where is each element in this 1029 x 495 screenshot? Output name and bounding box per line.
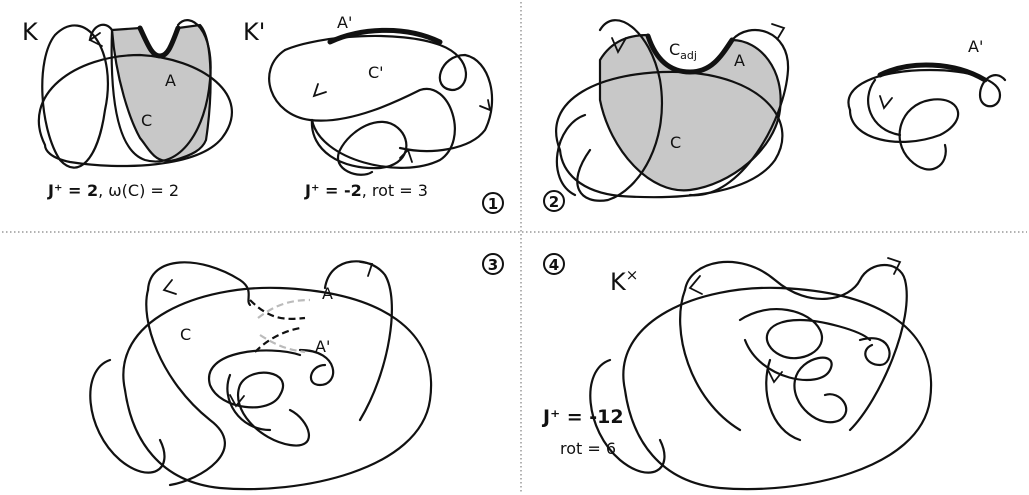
formula-1: J⁺ = 2, ω(C) = 2	[47, 181, 179, 200]
arc-a	[137, 25, 181, 59]
formula-2: J⁺ = -2, rot = 3	[304, 181, 428, 200]
arc-a-prime-panel2	[877, 62, 988, 83]
knot-big: Cadj A C	[555, 19, 790, 202]
step-badge-2: 2	[543, 190, 565, 212]
label-k-cross: K×	[610, 266, 638, 296]
final-knot	[589, 257, 933, 491]
label-c-adj: Cadj	[669, 40, 697, 62]
label-a-panel2: A	[734, 51, 745, 70]
label-k: K	[22, 18, 39, 46]
formula-final-rot: rot = 6	[560, 439, 616, 458]
knot-small: A'	[847, 37, 1007, 171]
label-c-prime: C'	[368, 63, 384, 82]
svg-text:1: 1	[488, 195, 498, 213]
panel-3: 3 C A A'	[89, 253, 504, 491]
label-a-prime-panel2: A'	[968, 37, 983, 56]
label-c: C	[141, 111, 152, 130]
svg-text:4: 4	[549, 256, 559, 274]
knot-k-prime: K' A' C'	[243, 13, 494, 176]
arc-a-panel2	[645, 33, 735, 75]
label-a-panel3: A	[322, 284, 333, 303]
label-a-prime: A'	[337, 13, 352, 32]
formula-final-j: J⁺ = -12	[541, 406, 624, 428]
step-badge-4: 4	[543, 253, 565, 275]
step-badge-1: 1	[482, 192, 504, 214]
panel-4: 4 K× J⁺ = -12 rot = 6	[541, 253, 933, 491]
panel-2: 2 Cadj A C A'	[543, 19, 1007, 212]
svg-text:2: 2	[549, 193, 559, 211]
label-c-panel3: C	[180, 325, 191, 344]
shaded-region-c	[110, 23, 212, 163]
label-c-panel2: C	[670, 133, 681, 152]
svg-text:3: 3	[488, 256, 498, 274]
panel-1: K A C J⁺ = 2, ω(C) = 2 K' A' C' J⁺ = -2,…	[22, 13, 504, 214]
direction-arrow	[88, 32, 103, 47]
label-k-prime: K'	[243, 18, 265, 46]
combined-knot: C A A'	[89, 260, 433, 491]
step-badge-3: 3	[482, 253, 504, 275]
label-a: A	[165, 71, 176, 90]
arc-a-prime	[327, 27, 443, 45]
knot-k: K A C	[22, 18, 234, 169]
label-a-prime-panel3: A'	[315, 337, 330, 356]
